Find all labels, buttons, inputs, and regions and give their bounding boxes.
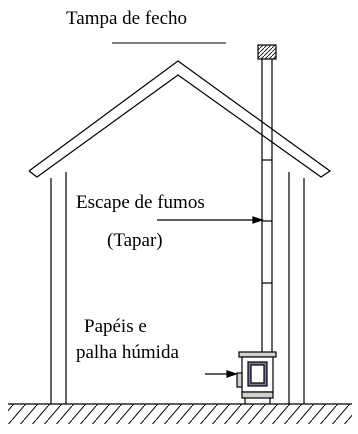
arrows bbox=[157, 216, 264, 378]
stove bbox=[236, 351, 277, 404]
label-papers: Papéis e bbox=[84, 316, 147, 337]
label-closing-cap: Tampa de fecho bbox=[66, 8, 188, 29]
house-walls bbox=[50, 172, 305, 404]
label-cover: (Tapar) bbox=[107, 230, 163, 251]
label-damp-straw: palha húmida bbox=[76, 342, 179, 363]
chimney-pipe bbox=[257, 44, 277, 352]
label-smoke-exhaust: Escape de fumos bbox=[76, 192, 205, 213]
ground bbox=[8, 403, 352, 424]
closing-cap bbox=[257, 44, 277, 60]
house-roof bbox=[28, 60, 332, 178]
